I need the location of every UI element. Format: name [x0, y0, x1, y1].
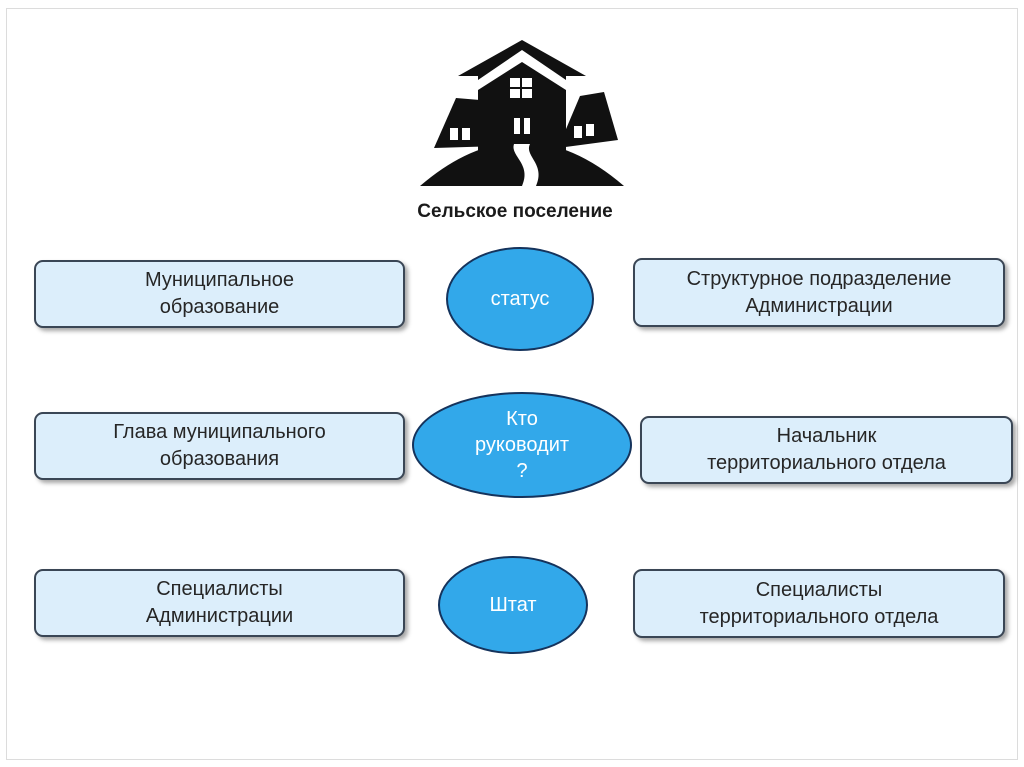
status-right-box: Структурное подразделение Администрации: [633, 258, 1005, 327]
status-oval: статус: [446, 247, 594, 351]
status-left-box: Муниципальное образование: [34, 260, 405, 328]
staff-right-box: Специалисты территориального отдела: [633, 569, 1005, 638]
staff-oval: Штат: [438, 556, 588, 654]
head-left-box: Глава муниципального образования: [34, 412, 405, 480]
diagram-title: Сельское поселение: [417, 201, 613, 222]
head-right-box: Начальник территориального отдела: [640, 416, 1013, 484]
village-houses-icon: [420, 40, 624, 186]
who-leads-oval: Кто руководит ?: [412, 392, 632, 498]
staff-left-box: Специалисты Администрации: [34, 569, 405, 637]
